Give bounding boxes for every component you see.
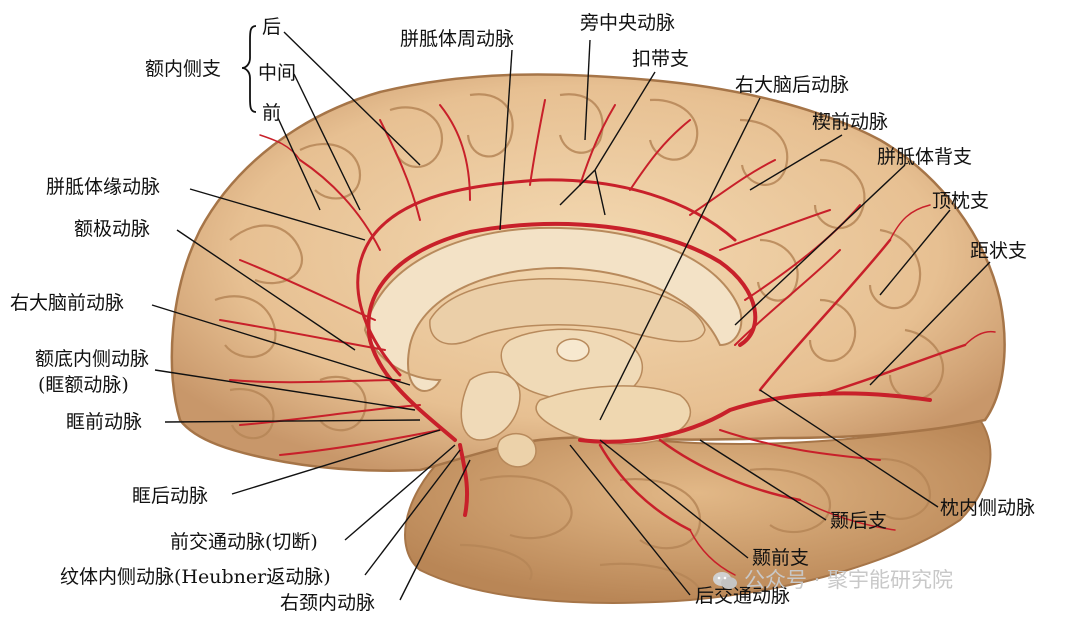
arteries [219, 99, 996, 576]
label-posterior: 后 [262, 16, 282, 38]
label-frontopolar-artery: 额极动脉 [74, 218, 151, 240]
label-right-aca: 右大脑前动脉 [10, 292, 125, 314]
label-pericallosal-artery: 胼胝体周动脉 [400, 28, 515, 50]
label-parieto-occipital-branch: 顶枕支 [932, 190, 990, 212]
pituitary-region [496, 433, 537, 468]
watermark-text: 公众号 · 聚宇能研究院 [744, 568, 954, 592]
label-posterior-temporal-branch: 颞后支 [830, 510, 888, 532]
label-anterior: 前 [262, 102, 282, 124]
optic-chiasm-region [460, 371, 521, 441]
label-pcom: 后交通动脉 [695, 585, 791, 607]
label-callosomarginal-artery: 胼胝体缘动脉 [46, 176, 161, 198]
label-precuneal-artery: 楔前动脉 [812, 111, 889, 133]
label-right-pca: 右大脑后动脉 [735, 74, 850, 96]
wechat-icon [713, 572, 737, 589]
label-callosal-dorsal-branch: 胼胝体背支 [877, 146, 973, 168]
label-medial-occipital-artery: 枕内侧动脉 [940, 497, 1036, 519]
brainstem-cut [535, 385, 692, 445]
label-anterior-orbital-artery: 眶前动脉 [66, 411, 143, 433]
lateral-ventricle-region [429, 278, 706, 345]
label-middle: 中间 [258, 62, 297, 84]
label-calcarine-branch: 距状支 [970, 240, 1028, 262]
label-paracentral-artery: 旁中央动脉 [580, 12, 676, 34]
label-right-ica: 右颈内动脉 [280, 592, 376, 614]
label-frontal-medial-branches: 额内侧支 [145, 58, 222, 80]
label-acom-cut: 前交通动脉(切断) [170, 531, 318, 553]
corpus-callosum [363, 226, 743, 392]
label-medial-frontobasal-line1: 额底内侧动脉 [35, 348, 150, 370]
bracket [241, 25, 257, 113]
leader-lines [151, 31, 991, 601]
watermark: 公众号 · 聚宇能研究院 [712, 564, 953, 594]
label-heubner: 纹体内侧动脉(Heubner返动脉) [60, 566, 331, 588]
label-cingulate-branch: 扣带支 [632, 48, 690, 70]
label-anterior-temporal-branch: 颞前支 [752, 547, 810, 569]
interthalamic-adhesion [556, 338, 590, 362]
cerebral-hemisphere [170, 73, 1006, 472]
label-medial-frontobasal-line2: (眶额动脉) [38, 374, 129, 396]
label-posterior-orbital-artery: 眶后动脉 [132, 485, 209, 507]
